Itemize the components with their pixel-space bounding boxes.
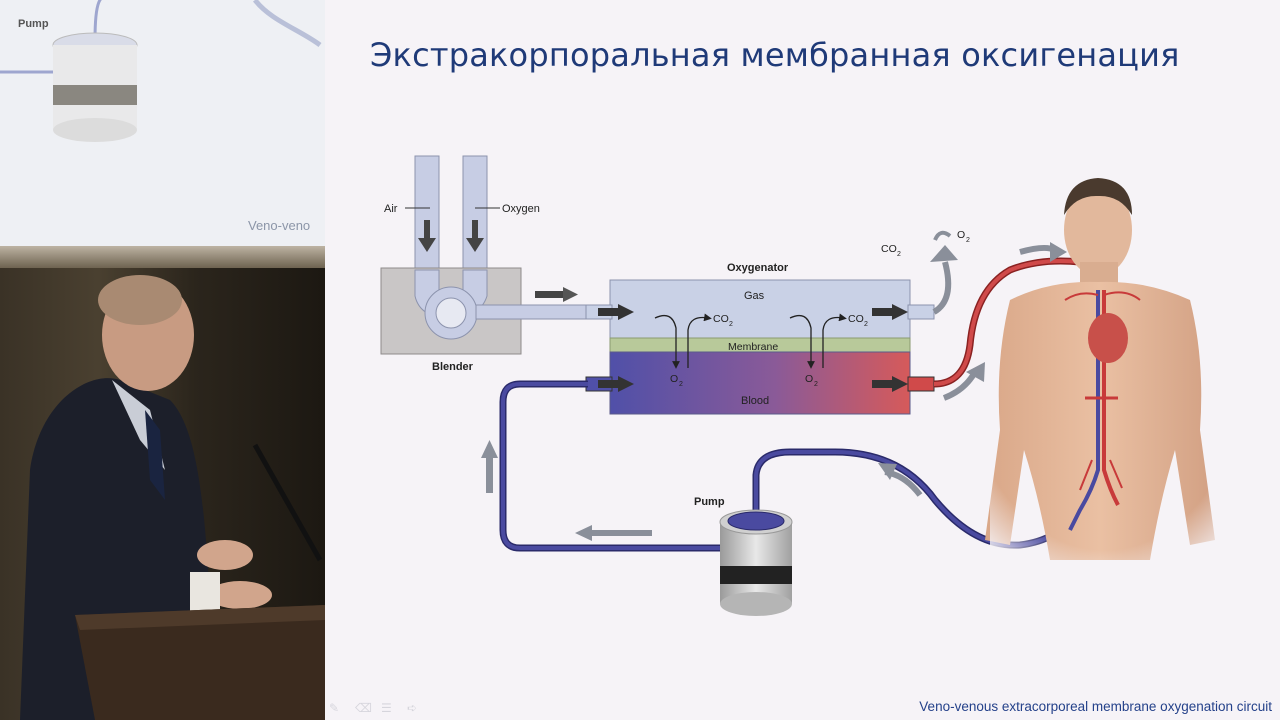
- o2-sub-1: 2: [679, 381, 683, 388]
- oxygenator: [585, 279, 935, 415]
- projected-slide-thumbnail: Pump Veno-veno: [0, 0, 325, 246]
- projected-caption: Veno-veno: [248, 218, 311, 233]
- oxygen-label: Oxygen: [502, 203, 540, 215]
- oxygenator-flow-arrows: [598, 304, 908, 392]
- o2-label-2: O: [805, 373, 813, 385]
- blender-label: Blender: [432, 361, 474, 373]
- eraser-icon[interactable]: ⌫: [355, 701, 372, 715]
- co2-label-2: CO: [848, 313, 864, 325]
- projected-pump-drawing: [0, 0, 322, 142]
- gas-label: Gas: [744, 290, 765, 302]
- exhaust-o2-label: O: [957, 229, 965, 241]
- blood-label: Blood: [741, 395, 769, 407]
- circuit-flow-arrows: [481, 242, 1067, 541]
- pump: [719, 509, 793, 616]
- o2-label-1: O: [670, 373, 678, 385]
- patient-figure: [985, 178, 1220, 580]
- screen-frame: [0, 246, 325, 268]
- membrane-label: Membrane: [728, 341, 778, 353]
- next-icon[interactable]: ➪: [407, 701, 418, 715]
- pump-label: Pump: [694, 496, 725, 508]
- menu-icon[interactable]: ☰: [381, 701, 392, 715]
- gas-exchange-arrows: [654, 313, 847, 369]
- projected-pump-label: Pump: [18, 18, 49, 30]
- exhaust-co2-label: CO: [881, 243, 897, 255]
- exhaust-curve: [932, 261, 952, 315]
- slide-nav-tools[interactable]: ✎ ⌫ ☰ ➪: [329, 702, 423, 714]
- co2-sub-1: 2: [729, 321, 733, 328]
- gas-flow-arrows: [418, 220, 578, 302]
- exhaust-o2-sub: 2: [966, 237, 970, 244]
- slide-title: Экстракорпоральная мембранная оксигенаци…: [370, 36, 1180, 74]
- slide-caption: Veno-venous extracorporeal membrane oxyg…: [919, 699, 1272, 714]
- exhaust-co2-sub: 2: [897, 251, 901, 258]
- ecmo-circuit-diagram: Air Oxygen Blender Oxygenator Gas Membra…: [380, 155, 1220, 616]
- presentation-slide: Экстракорпоральная мембранная оксигенаци…: [325, 0, 1280, 720]
- presenter-figure: [20, 275, 325, 720]
- o2-sub-2: 2: [814, 381, 818, 388]
- presenter-camera-view: Pump Veno-veno: [0, 0, 325, 720]
- co2-label-1: CO: [713, 313, 729, 325]
- co2-sub-2: 2: [864, 321, 868, 328]
- oxygenator-label: Oxygenator: [727, 262, 789, 274]
- air-label: Air: [384, 203, 398, 215]
- pen-icon[interactable]: ✎: [329, 701, 340, 715]
